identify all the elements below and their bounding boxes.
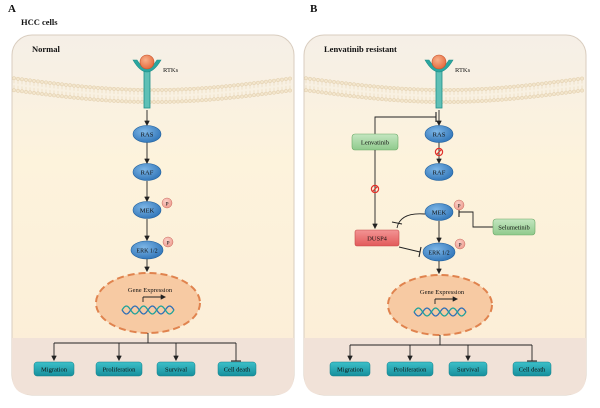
raf-node: RAF (424, 163, 454, 181)
outcome-band (12, 338, 294, 395)
phospho-badge (162, 236, 174, 248)
receptor-label: RTKs (163, 67, 179, 74)
phospho-label: P (458, 242, 461, 248)
outcome-label: Cell death (519, 367, 546, 374)
lenvatinib-inhibition-line (374, 116, 436, 134)
outcome-label: Migration (337, 367, 364, 374)
phospho-label: P (457, 203, 460, 209)
receptor-label: RTKs (455, 67, 471, 74)
outcome-label: Proliferation (103, 367, 137, 374)
mek-label: MEK (140, 208, 155, 215)
outcome-label: Migration (41, 367, 68, 374)
dna-helix (121, 305, 175, 315)
phospho-label: P (166, 240, 169, 246)
blocked-icon (434, 147, 444, 157)
ligand (139, 54, 155, 70)
phospho-badge (454, 238, 466, 250)
receptor-rtk (424, 54, 454, 109)
erk-label: ERK 1/2 (136, 249, 157, 255)
outcome-band (304, 338, 586, 395)
raf-node: RAF (132, 163, 162, 181)
selumetinib-inhibition-line (459, 211, 493, 228)
outcome-migration: Migration (329, 361, 371, 377)
lenvatinib-box: Lenvatinib (351, 133, 399, 151)
outcome-proliferation: Proliferation (386, 361, 434, 377)
erk-label: ERK 1/2 (428, 251, 449, 257)
panel-b-letter: B (310, 3, 318, 15)
outcome-label: Survival (165, 367, 187, 374)
ligand (431, 54, 447, 70)
receptor-rtk (132, 54, 162, 109)
outcome-survival: Survival (448, 361, 488, 377)
outcome-branches (51, 333, 241, 362)
outcome-proliferation: Proliferation (95, 361, 143, 377)
outcome-label: Proliferation (394, 367, 428, 374)
blocked-icon (370, 184, 380, 194)
gene-expression-label: Gene Expression (128, 287, 173, 294)
panel-a-group-label: HCC cells (21, 17, 58, 27)
erk-node: ERK 1/2 P (130, 236, 174, 260)
outcome-survival: Survival (156, 361, 196, 377)
condition-label: Lenvatinib resistant (324, 44, 397, 54)
dusp4-box: DUSP4 (354, 229, 400, 247)
outcome-cell-death: Cell death (217, 361, 257, 377)
mek-label: MEK (432, 210, 447, 217)
ras-node: RAS (132, 125, 162, 143)
nucleus: Gene Expression (387, 274, 493, 336)
gene-expression-label: Gene Expression (420, 289, 465, 296)
dna-helix (413, 307, 467, 317)
raf-label: RAF (433, 170, 446, 177)
outcome-cell-death: Cell death (512, 361, 552, 377)
selumetinib-box: Selumetinib (492, 218, 536, 236)
mek-node: MEK P (424, 199, 465, 221)
outcome-branches (347, 335, 537, 362)
selumetinib-label: Selumetinib (498, 225, 529, 232)
condition-label: Normal (32, 44, 60, 54)
ras-label: RAS (141, 132, 154, 139)
outcome-label: Survival (457, 367, 479, 374)
outcome-migration: Migration (33, 361, 75, 377)
erk-node: ERK 1/2 P (422, 238, 466, 262)
panel-a: Normal RTKs RAS RAF MEK P (11, 34, 295, 396)
nucleus: Gene Expression (95, 272, 201, 334)
panel-b: Lenvatinib resistant RTKs Lenvatinib (303, 34, 587, 396)
phospho-badge (453, 199, 465, 211)
phospho-badge (161, 197, 173, 209)
dusp4-label: DUSP4 (367, 236, 388, 243)
phospho-label: P (165, 201, 168, 207)
cell-membrane (304, 76, 584, 104)
ras-label: RAS (433, 132, 446, 139)
lenvatinib-label: Lenvatinib (361, 140, 389, 147)
ras-node: RAS (424, 125, 454, 143)
mek-node: MEK P (132, 197, 173, 219)
raf-label: RAF (141, 170, 154, 177)
outcome-label: Cell death (224, 367, 251, 374)
panel-a-letter: A (8, 3, 16, 15)
